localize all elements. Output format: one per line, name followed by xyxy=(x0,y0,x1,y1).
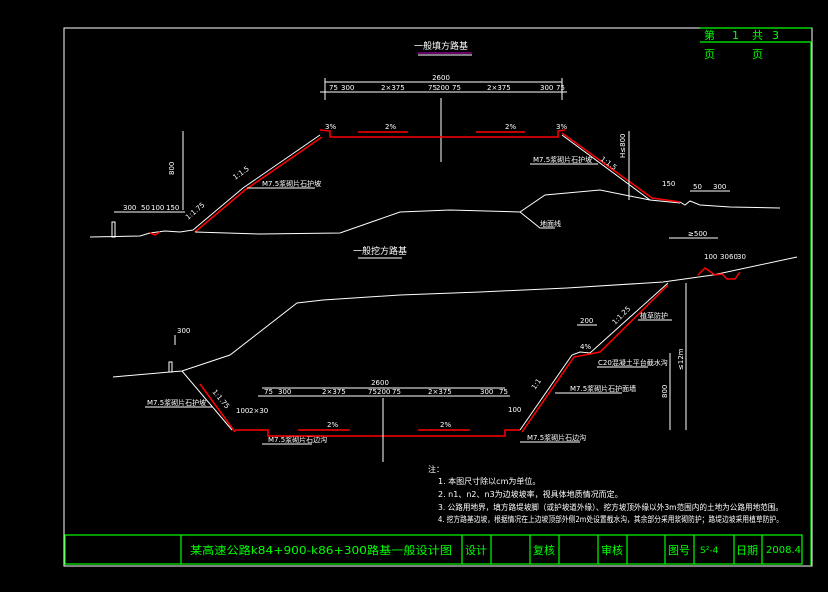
dim-label: 2×375 xyxy=(487,84,511,92)
page-number: 1 xyxy=(732,29,739,42)
note-item: 2. n1、n2、n3为边坡坡率，视具体地质情况而定。 xyxy=(438,489,623,499)
dim-label: 30 xyxy=(720,253,729,261)
dim-label: 100 xyxy=(151,204,164,212)
dim-label: 75 xyxy=(499,388,508,396)
dim-label: 50 xyxy=(141,204,150,212)
dim-label: 300 xyxy=(177,327,190,335)
dim-label: 75 xyxy=(556,84,565,92)
crossfall-label: 3% xyxy=(325,123,336,131)
design-label: 设计 xyxy=(465,544,487,557)
note-item: 1. 本图尺寸除以cm为单位。 xyxy=(438,476,540,486)
dim-label: 75 xyxy=(264,388,273,396)
dim-label: 300 xyxy=(540,84,553,92)
crossfall-label: 2% xyxy=(385,123,396,131)
dim-label: 100 xyxy=(704,253,717,261)
check-label: 复核 xyxy=(533,543,555,557)
mortar-label: M7.5浆砌片石护坡 xyxy=(262,179,321,188)
review-label: 审核 xyxy=(601,543,623,557)
slope-label: 1:1.5 xyxy=(232,165,251,182)
grade-label: 4% xyxy=(580,343,591,351)
dim-label: 2×375 xyxy=(322,388,346,396)
crossfall-label: 2% xyxy=(327,421,338,429)
slope-label: 1:1.75 xyxy=(210,388,231,410)
drawing-no-label: 图号 xyxy=(668,544,690,557)
dim-label: 75 xyxy=(329,84,338,92)
dim-label: 150 xyxy=(662,180,675,188)
drawing-title: 某高速公路k84+900-k86+300路基一般设计图 xyxy=(190,543,452,557)
slope-label: 1:1.75 xyxy=(184,201,206,222)
dim-label: 300 xyxy=(480,388,493,396)
total-number: 3 xyxy=(772,29,779,42)
dim-label: 2×30 xyxy=(249,407,268,415)
title-block: 某高速公路k84+900-k86+300路基一般设计图 设计 复核 审核 图号 … xyxy=(64,534,803,565)
dim-label: 300 xyxy=(713,183,726,191)
slope-label: 1:1 xyxy=(530,377,543,391)
drawing-frame xyxy=(63,27,813,567)
protection-label: 植草防护 xyxy=(640,311,668,320)
mortar-label: M7.5浆砌片石边沟 xyxy=(527,433,586,442)
dim-label: 100 xyxy=(236,407,249,415)
notes: 注： 1. 本图尺寸除以cm为单位。 2. n1、n2、n3为边坡坡率，视具体地… xyxy=(428,464,783,524)
fill-section-title: 一般填方路基 xyxy=(414,40,468,52)
dim-label: 60 xyxy=(729,253,738,261)
cut-section: 一般挖方路基 1:1.75 M7.5浆砌片石护坡 300 100 2×30 M7… xyxy=(112,230,798,462)
dim-label: 300 xyxy=(278,388,291,396)
dim-label: 200 xyxy=(377,388,390,396)
ground-label: 地面线 xyxy=(540,219,561,228)
dim-label: 2×375 xyxy=(428,388,452,396)
note-item: 3. 公路用地界，填方路堤坡脚（或护坡道外缘）、挖方坡顶外缘以外3m范围内的土地… xyxy=(438,502,783,512)
crossfall-label: 2% xyxy=(440,421,451,429)
drawing-no: S²-4 xyxy=(700,546,719,556)
page-label: 第 xyxy=(704,28,715,42)
dim-label: ≥500 xyxy=(688,230,707,238)
fill-total-width: 2600 xyxy=(432,74,450,82)
dim-label: 75 xyxy=(368,388,377,396)
date-label: 日期 xyxy=(736,544,758,557)
notes-heading: 注： xyxy=(428,464,444,474)
dim-label: 300 xyxy=(341,84,354,92)
cut-total-width: 2600 xyxy=(371,379,389,387)
height-label: H≤800 xyxy=(619,134,627,159)
crossfall-label: 2% xyxy=(505,123,516,131)
height-label: 800 xyxy=(168,162,176,175)
mortar-label: M7.5浆砌片石护面墙 xyxy=(570,384,636,393)
height-label: 800 xyxy=(661,385,669,398)
total-unit: 页 xyxy=(752,48,763,61)
dim-label: 100 xyxy=(508,406,521,414)
dim-label: 2×375 xyxy=(381,84,405,92)
dim-label: 200 xyxy=(436,84,449,92)
platform-ditch-label: C20混凝土平台截水沟 xyxy=(598,358,668,367)
dim-label: 150 xyxy=(166,204,179,212)
crossfall-label: 3% xyxy=(556,123,567,131)
total-label: 共 xyxy=(752,29,763,42)
page-unit: 页 xyxy=(704,48,715,61)
height-label: ≤12m xyxy=(677,348,685,370)
dim-label: 75 xyxy=(452,84,461,92)
page-counter: 第 1 共 3 页 页 xyxy=(700,27,812,566)
dim-label: 50 xyxy=(693,183,702,191)
dim-label: 75 xyxy=(428,84,437,92)
date-value: 2008.4 xyxy=(766,545,801,556)
dim-label: 75 xyxy=(392,388,401,396)
mortar-label: M7.5浆砌片石护坡 xyxy=(533,155,592,164)
note-item: 4. 挖方路基边坡，根据情况在上边坡顶部外侧2m处设置截水沟，其余部分采用浆砌防… xyxy=(438,514,783,524)
dim-label: 300 xyxy=(123,204,136,212)
dim-label: 30 xyxy=(737,253,746,261)
dim-label: 200 xyxy=(580,317,593,325)
mortar-label: M7.5浆砌片石边沟 xyxy=(268,435,327,444)
cut-section-title: 一般挖方路基 xyxy=(353,245,407,257)
fill-section: 一般填方路基 2600 75 300 2×375 75 200 75 2×375… xyxy=(89,40,781,238)
mortar-label: M7.5浆砌片石护坡 xyxy=(147,398,206,407)
